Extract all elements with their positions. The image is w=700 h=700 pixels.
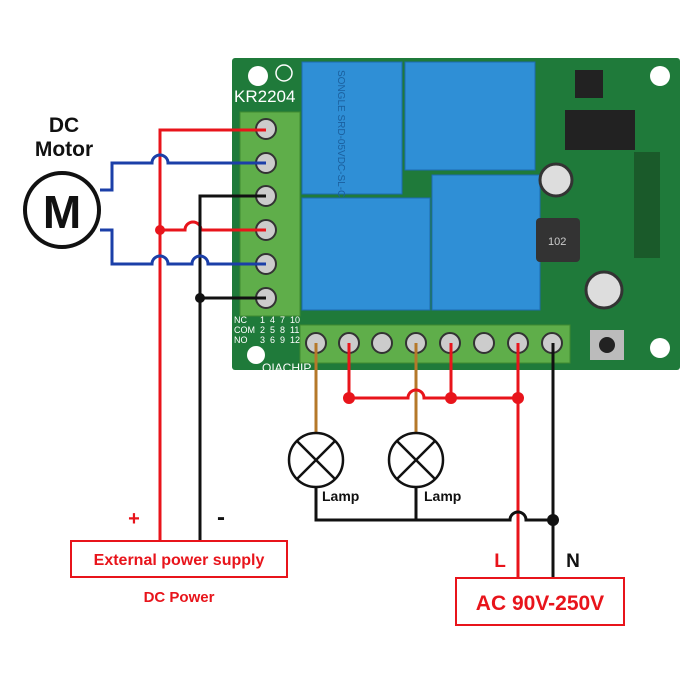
- lamp-2: [387, 431, 445, 489]
- terminal-screws-left[interactable]: [255, 118, 277, 309]
- svg-text:7: 7: [280, 315, 285, 325]
- ic-chip: [565, 110, 635, 150]
- lamp-1-label: Lamp: [322, 488, 359, 504]
- svg-text:8: 8: [280, 325, 285, 335]
- inductor: [536, 218, 580, 262]
- wire-motor-b: [100, 228, 266, 266]
- dc-power-caption: DC Power: [144, 589, 215, 606]
- svg-text:9: 9: [280, 335, 285, 345]
- relay-2: [404, 61, 536, 171]
- motor-title-1: DC: [49, 114, 79, 137]
- capacitor: [538, 162, 574, 198]
- svg-text:12: 12: [290, 335, 300, 345]
- motor-title-2: Motor: [35, 138, 93, 161]
- wire-dc-minus: [198, 194, 266, 545]
- clock-icon: [275, 64, 293, 82]
- svg-text:External power supply: External power supply: [94, 552, 265, 569]
- dc-minus-label: -: [217, 504, 225, 531]
- terminal-block-left: [239, 111, 301, 317]
- svg-text:4: 4: [270, 315, 275, 325]
- relay-board: KR2204 QIACHIP SONGLE SRD-05VDC-SL-C 102…: [232, 58, 680, 375]
- svg-text:5: 5: [270, 325, 275, 335]
- dc-supply-box: [70, 540, 288, 578]
- board-model: KR2204: [234, 87, 295, 106]
- svg-text:1: 1: [260, 315, 265, 325]
- svg-text:102: 102: [548, 236, 566, 248]
- ac-neutral-label: N: [566, 551, 580, 572]
- board-brand: QIACHIP: [262, 361, 311, 375]
- svg-text:COM: COM: [234, 325, 255, 335]
- ac-supply-box: [455, 577, 625, 626]
- ac-live-label: L: [494, 551, 506, 572]
- lamp-2-label: Lamp: [424, 488, 461, 504]
- relay-4: [431, 174, 541, 311]
- svg-text:NC: NC: [234, 315, 247, 325]
- dc-plus-label: +: [128, 508, 140, 530]
- wire-ac-neutral: [314, 343, 555, 578]
- lamp-1: [287, 431, 345, 489]
- svg-text:NO: NO: [234, 335, 248, 345]
- svg-text:M: M: [43, 186, 81, 238]
- motor-symbol: [23, 171, 101, 249]
- svg-text:AC 90V-250V: AC 90V-250V: [476, 592, 604, 615]
- relay-label: SONGLE SRD-05VDC-SL-C: [335, 70, 346, 197]
- svg-text:6: 6: [270, 335, 275, 345]
- svg-text:11: 11: [290, 325, 299, 335]
- wire-ac-live: [347, 343, 520, 578]
- svg-text:2: 2: [260, 325, 265, 335]
- wire-motor-a: [100, 153, 266, 192]
- relay-3: [301, 197, 431, 311]
- svg-text:3: 3: [260, 335, 265, 345]
- relay-1: [301, 61, 403, 195]
- antenna-coil: [634, 152, 660, 258]
- svg-text:10: 10: [290, 315, 300, 325]
